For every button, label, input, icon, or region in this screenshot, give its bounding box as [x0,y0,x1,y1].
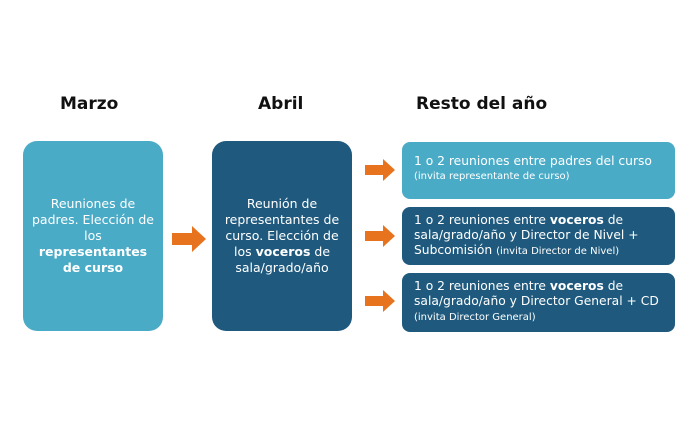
box-general-bold: voceros [549,279,604,293]
header-abril: Abril [258,94,304,114]
arrow-right-icon [365,290,395,312]
box-general-text: 1 o 2 reuniones entre [414,279,550,293]
box-general-note: (invita Director General) [414,312,536,323]
box-nivel-bold: voceros [549,213,604,227]
box-padres: 1 o 2 reuniones entre padres del curso (… [402,142,675,199]
box-marzo: Reuniones de padres. Elección de los rep… [23,141,163,331]
box-nivel-note: (invita Director de Nivel) [496,246,620,257]
box-padres-text: 1 o 2 reuniones entre padres del curso [414,154,652,168]
box-marzo-text: Reuniones de padres. Elección de los [32,196,154,243]
box-marzo-bold: representantes de curso [38,244,148,275]
box-nivel-text: 1 o 2 reuniones entre [414,213,550,227]
arrow-right-icon [365,159,395,181]
box-padres-note: (invita representante de curso) [414,171,570,182]
box-director-general: 1 o 2 reuniones entre voceros de sala/gr… [402,273,675,332]
box-director-nivel: 1 o 2 reuniones entre voceros de sala/gr… [402,207,675,265]
box-abril-text: Reunión de representantes de curso. Elec… [224,196,340,259]
header-marzo: Marzo [60,94,119,114]
header-resto: Resto del año [416,94,548,114]
box-abril: Reunión de representantes de curso. Elec… [212,141,352,331]
arrow-right-icon [365,225,395,247]
box-general-text2: de sala/grado/año y Director General + C… [414,279,659,308]
arrow-right-icon [172,226,206,252]
box-abril-text2: de sala/grado/año [235,244,331,275]
box-nivel-text2: de sala/grado/año y Director de Nivel + … [414,213,639,257]
box-abril-bold: voceros [255,244,311,259]
